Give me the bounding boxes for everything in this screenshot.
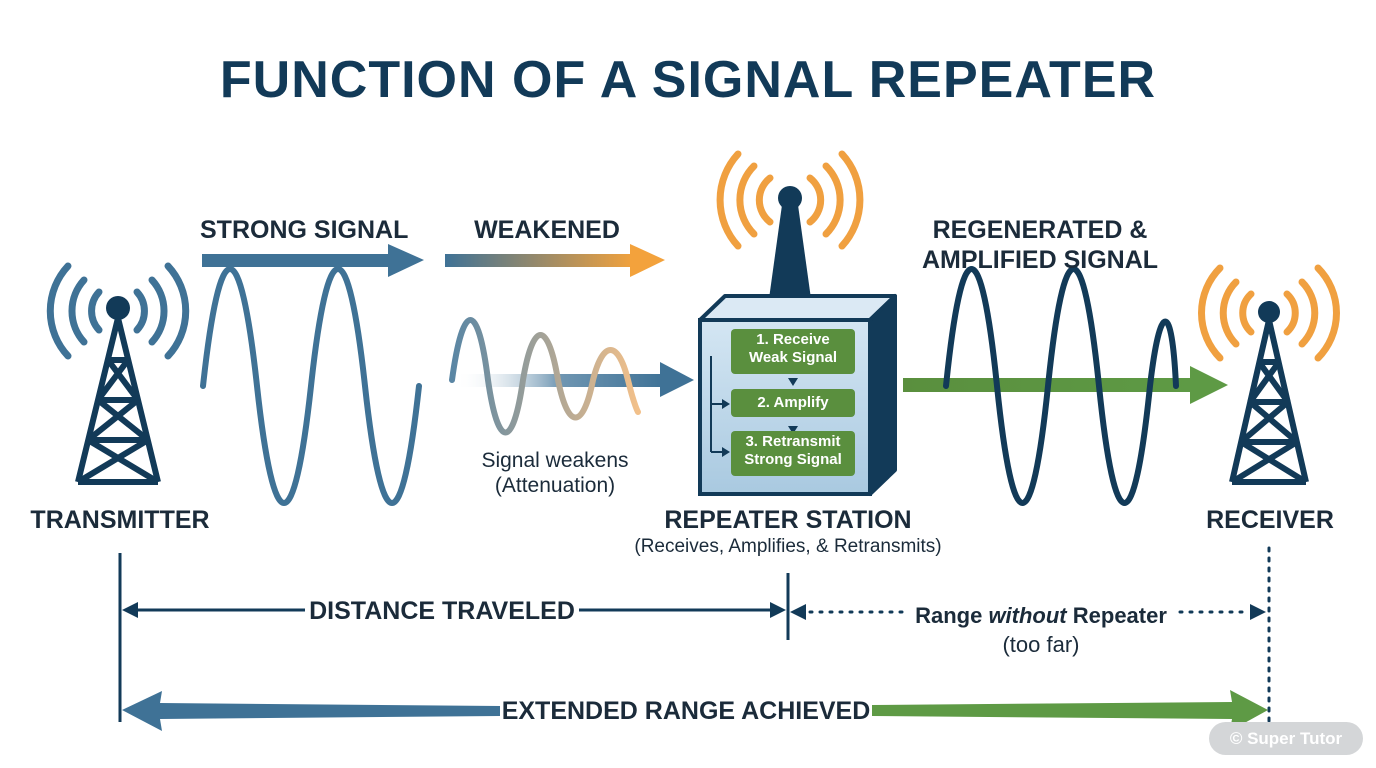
distance-traveled-label: DISTANCE TRAVELED [309,597,575,625]
range-without-repeater-label: Range without Repeater [902,603,1180,629]
extended-range-label: EXTENDED RANGE ACHIEVED [501,697,871,725]
step-retransmit-strong-signal: 3. Retransmit Strong Signal [731,431,855,476]
regenerated-label-line2: AMPLIFIED SIGNAL [921,246,1159,274]
receiver-tower-icon [1198,264,1340,485]
transmitter-tower-icon [46,262,190,485]
strong-signal-wave [200,266,422,506]
attenuation-note-line2: (Attenuation) [494,474,616,497]
distance-traveled-arrow [122,602,786,618]
weakened-label: WEAKENED [474,216,620,244]
step-3-line2: Strong Signal [744,451,842,468]
step-amplify: 2. Amplify [731,389,855,417]
distance-markers [118,546,1271,724]
extended-range-arrow [122,690,1268,731]
range-prefix: Range [915,603,989,628]
repeater-antenna-icon [716,150,864,306]
repeater-station-sublabel: (Receives, Amplifies, & Retransmits) [634,536,942,557]
step-receive-weak-signal: 1. Receive Weak Signal [731,329,855,374]
range-emphasis: without [988,603,1067,628]
repeater-station-label: REPEATER STATION [664,506,912,534]
range-without-repeater-arrow [790,604,1266,620]
amplified-signal-wave [943,266,1179,506]
receiver-label: RECEIVER [1206,506,1334,534]
step-2-line1: 2. Amplify [757,394,829,411]
regenerated-label-line1: REGENERATED & [932,216,1148,244]
step-1-line1: 1. Receive [756,331,830,348]
transmitter-label: TRANSMITTER [30,506,210,534]
strong-signal-arrow [202,244,424,277]
weakened-arrow [445,244,665,277]
range-suffix: Repeater [1066,603,1167,628]
regenerated-arrow [903,366,1228,404]
watermark-badge: © Super Tutor [1209,722,1363,755]
attenuation-note-line1: Signal weakens [481,449,629,472]
step-1-line2: Weak Signal [748,349,838,366]
range-too-far-label: (too far) [1002,632,1080,657]
radio-waves-icon [88,288,103,334]
strong-signal-label: STRONG SIGNAL [200,216,409,244]
page-title: FUNCTION OF A SIGNAL REPEATER [219,51,1157,109]
step-3-line1: 3. Retransmit [745,433,841,450]
weakened-signal-wave [449,317,641,436]
